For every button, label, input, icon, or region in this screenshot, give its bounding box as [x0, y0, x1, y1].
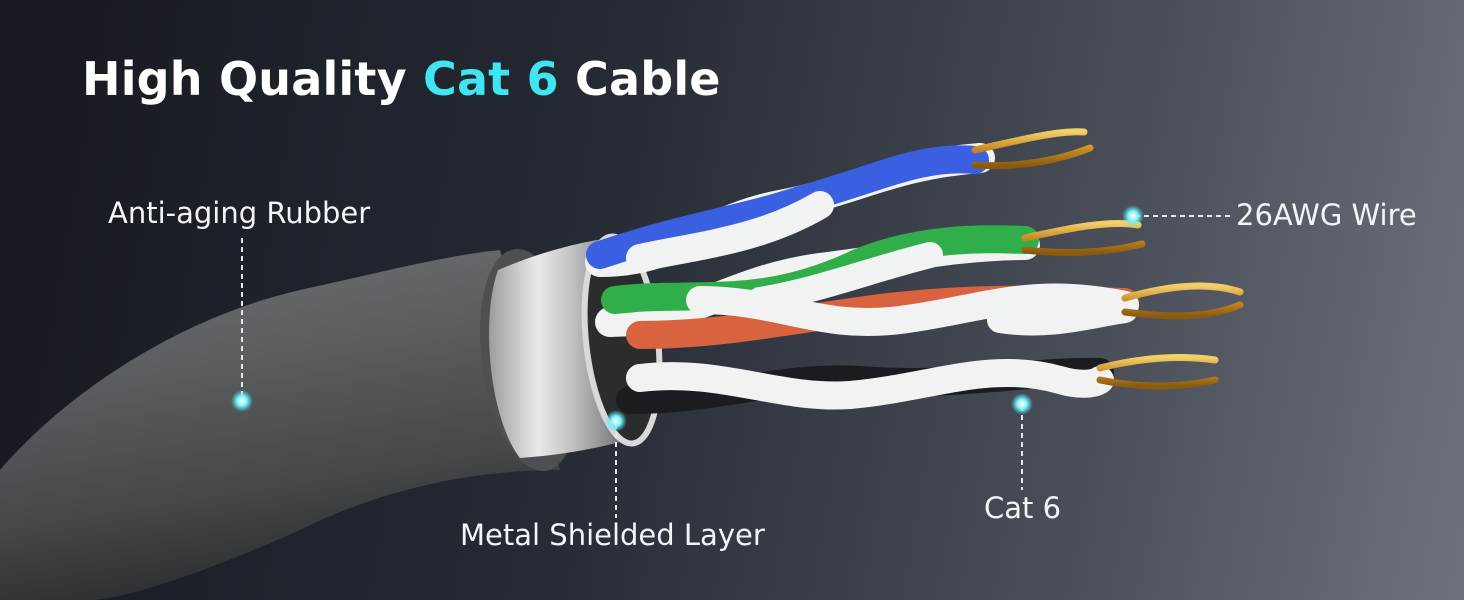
- label-anti-aging-rubber: Anti-aging Rubber: [108, 196, 371, 230]
- marker-cat: [1011, 393, 1033, 415]
- blue-pair: [585, 128, 1094, 277]
- label-cat-6: Cat 6: [984, 491, 1062, 525]
- orange-pair: [626, 282, 1244, 349]
- black-pair: [616, 354, 1219, 414]
- title-prefix: High Quality: [82, 52, 423, 106]
- title-accent: Cat 6: [422, 52, 559, 106]
- marker-awg: [1122, 205, 1144, 227]
- cable-jacket: [0, 250, 560, 600]
- title-suffix: Cable: [558, 52, 721, 106]
- marker-rubber: [231, 390, 253, 412]
- label-26awg-wire: 26AWG Wire: [1236, 198, 1417, 232]
- page-title: High Quality Cat 6 Cable: [82, 52, 721, 106]
- marker-shield: [605, 410, 627, 432]
- label-metal-shielded-layer: Metal Shielded Layer: [460, 518, 765, 552]
